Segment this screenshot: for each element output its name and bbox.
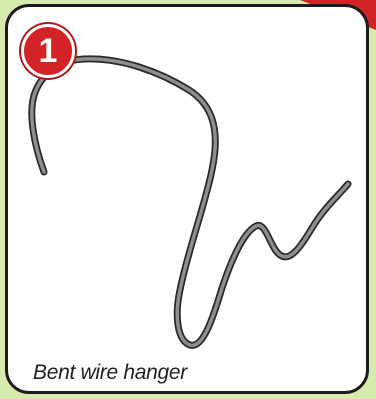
step-number-badge: 1 (21, 24, 75, 78)
wire-fill (32, 59, 348, 346)
illustration-caption: Bent wire hanger (33, 361, 187, 385)
step-number: 1 (39, 34, 58, 68)
wire-outline (32, 59, 348, 346)
